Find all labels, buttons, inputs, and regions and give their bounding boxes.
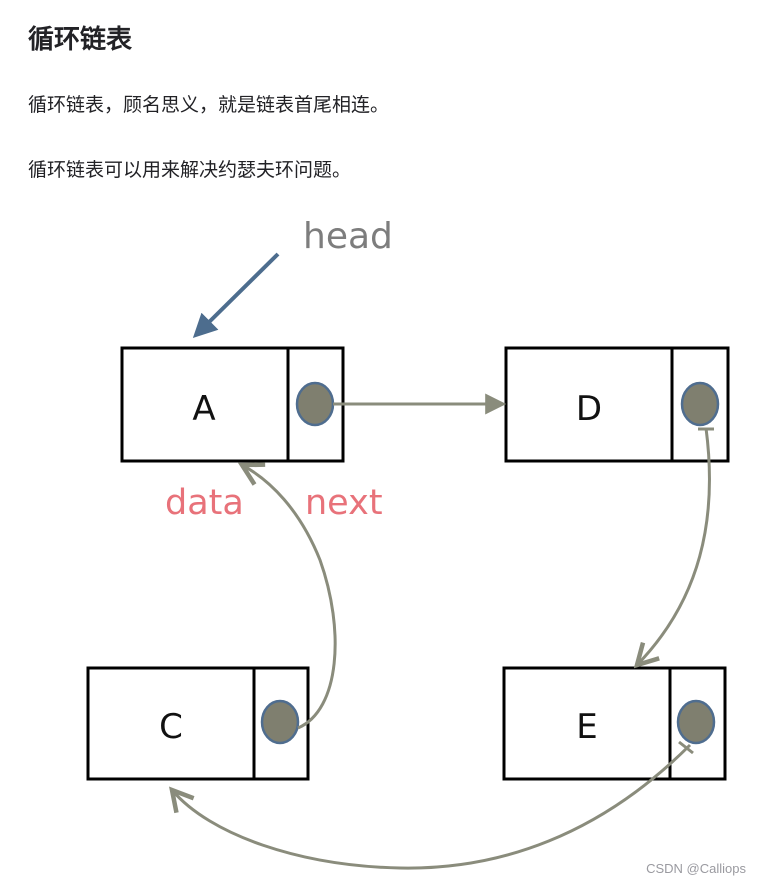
node-e-pointer-dot <box>676 699 716 745</box>
next-label: next <box>305 483 383 523</box>
link-c-to-a <box>242 465 337 730</box>
node-a-pointer-dot <box>295 381 335 427</box>
node-e: E <box>502 666 727 781</box>
head-label: head <box>303 216 393 257</box>
josephus-paragraph: 循环链表可以用来解决约瑟夫环问题。 <box>28 159 352 181</box>
circular-linked-list-diagram: head A D C E data next <box>86 216 730 870</box>
node-a-letter: A <box>192 389 215 429</box>
node-c: C <box>86 666 310 781</box>
link-e-to-c <box>172 743 692 870</box>
node-d-letter: D <box>576 389 602 429</box>
link-d-to-e <box>637 427 711 665</box>
node-d: D <box>504 346 730 463</box>
node-d-pointer-dot <box>680 381 720 427</box>
link-e-tail <box>678 740 694 755</box>
intro-paragraph: 循环链表，顾名思义，就是链表首尾相连。 <box>28 94 390 116</box>
article-heading: 循环链表 <box>28 25 133 55</box>
head-pointer-arrow <box>192 252 280 339</box>
node-c-letter: C <box>159 707 183 747</box>
watermark: CSDN @Calliops <box>646 861 746 876</box>
data-label: data <box>165 483 244 523</box>
node-e-letter: E <box>576 707 597 747</box>
node-c-pointer-dot <box>260 699 300 745</box>
node-a: A <box>120 346 345 463</box>
